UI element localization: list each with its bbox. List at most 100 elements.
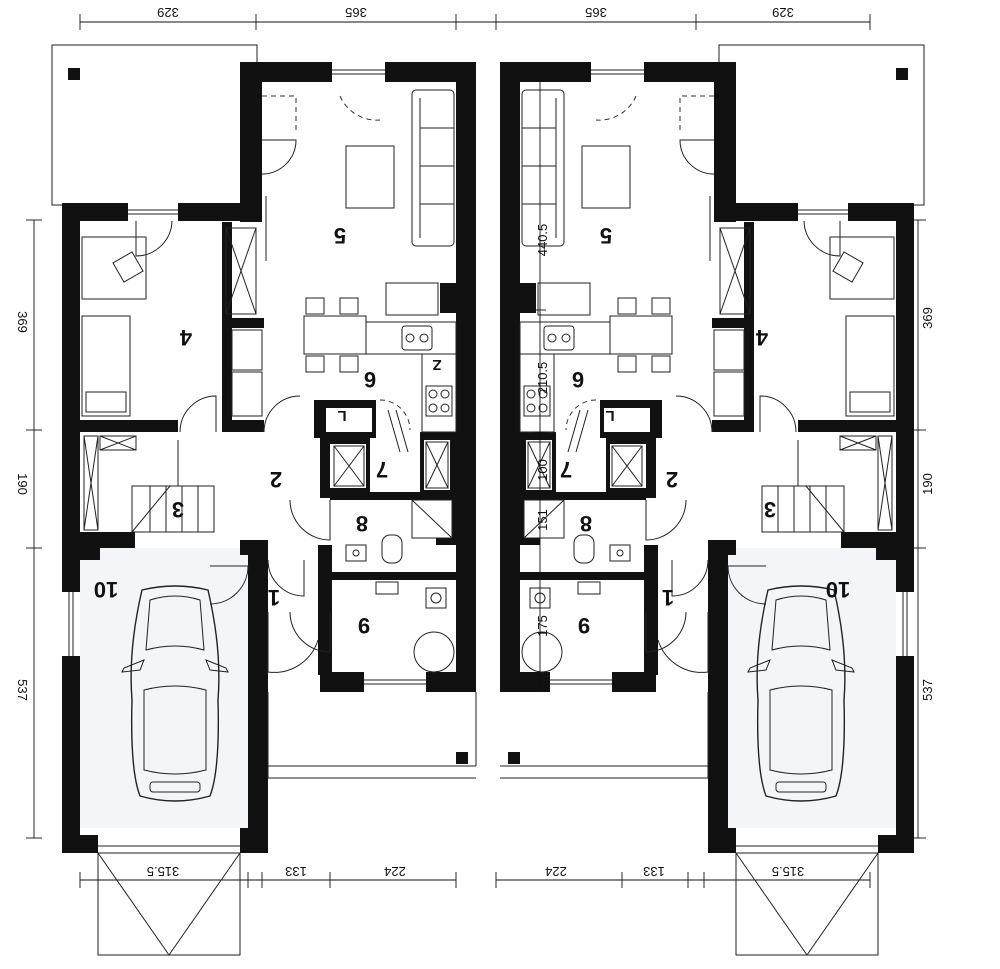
tank <box>413 631 455 673</box>
inner-wall-e <box>80 532 135 548</box>
garage-wall-east <box>248 548 268 853</box>
outer-wall-north-bedroom-2 <box>178 203 258 221</box>
room-left-2: 2 <box>270 467 282 492</box>
right-unit <box>499 44 925 956</box>
chair-1 <box>305 297 325 315</box>
window-living-side <box>262 196 274 261</box>
stairs <box>131 440 215 533</box>
dim-bottom-3: 224 <box>384 864 406 879</box>
room-left-1: 1 <box>268 585 280 610</box>
shelf-1 <box>231 329 263 371</box>
dim-top-3: 365 <box>585 5 607 20</box>
door-wc <box>289 611 331 653</box>
room-right-3: 3 <box>764 497 776 522</box>
dim-top-4: 329 <box>772 5 794 20</box>
room-right-5: 5 <box>600 223 612 248</box>
bath-wall-north <box>330 492 456 500</box>
room-left-7: 7 <box>376 457 388 482</box>
dim-left-2: 190 <box>15 473 30 495</box>
mark-z-left: Z <box>432 356 441 373</box>
dim-bottom-1: 315.5 <box>147 864 180 879</box>
door-living <box>263 395 301 433</box>
door-terrace <box>261 139 297 175</box>
pantry-cross-box <box>333 445 365 487</box>
wc-sink <box>375 581 399 595</box>
dim-left-1: 369 <box>15 311 30 333</box>
door-bedroom-balcony <box>135 220 173 257</box>
dim-bottom-5: 133 <box>643 864 665 879</box>
dim-left-3: 537 <box>15 679 30 701</box>
room-right-1: 1 <box>662 585 674 610</box>
outer-wall-west <box>62 203 80 853</box>
door-bath <box>289 499 331 541</box>
kitchen-column <box>440 283 456 313</box>
inner-wall-c <box>222 420 264 432</box>
left-unit <box>51 44 476 956</box>
wardrobe-1 <box>225 227 257 315</box>
chair-3 <box>305 355 325 373</box>
wc-wall-west <box>318 545 332 675</box>
dim-left <box>26 219 42 839</box>
dim-inner-2: 210.5 <box>535 362 550 395</box>
room-left-10: 10 <box>94 577 118 602</box>
gate-post <box>456 752 468 764</box>
room-right-7: 7 <box>560 457 572 482</box>
dim-right-2: 190 <box>920 473 935 495</box>
garage-wall-south-1 <box>62 835 98 853</box>
dining-table <box>303 315 367 355</box>
closet-hall <box>83 435 99 531</box>
outer-wall-north-living-2 <box>385 62 475 82</box>
dim-bottom <box>79 872 871 888</box>
island-cutout <box>326 408 372 432</box>
inner-wall-a <box>222 318 264 328</box>
dim-top-2: 365 <box>345 5 367 20</box>
room-left-4: 4 <box>179 325 192 350</box>
mark-l-left: L <box>337 407 346 424</box>
stove <box>425 385 453 417</box>
closet-hall-2 <box>99 435 137 451</box>
dim-inner <box>534 82 546 690</box>
car-icon <box>121 585 229 802</box>
room-right-4: 4 <box>755 325 768 350</box>
shelf-2 <box>231 371 263 417</box>
dim-inner-4: 151 <box>535 509 550 531</box>
room-right-10: 10 <box>826 577 850 602</box>
pantry-cross-b <box>333 445 365 487</box>
outer-wall-north-living <box>240 62 332 82</box>
inner-wall-b <box>222 222 232 432</box>
utility-cross-box <box>425 441 449 489</box>
utility-cross-b <box>425 441 449 489</box>
coffee-table <box>345 145 395 209</box>
terrace-outline <box>51 44 258 206</box>
closet-hall-cross-b <box>83 435 99 531</box>
dim-bottom-6: 315.5 <box>772 864 805 879</box>
boiler <box>425 587 447 609</box>
wc-wall-south-1 <box>320 672 364 692</box>
sofa <box>411 89 455 247</box>
desk-chair <box>112 251 144 283</box>
room-left-6: 6 <box>364 367 376 392</box>
chair-2 <box>339 297 359 315</box>
mark-l-right: L <box>605 407 614 424</box>
wc-wall-south-2 <box>426 672 476 692</box>
window-garage <box>62 592 80 656</box>
window-wc <box>364 672 426 692</box>
inner-wall-d <box>80 420 178 432</box>
room-left-9: 9 <box>358 613 370 638</box>
dim-inner-5: 175 <box>535 615 550 637</box>
washbasin <box>345 544 367 562</box>
dim-right-3: 537 <box>920 679 935 701</box>
dim-right-1: 369 <box>920 307 935 329</box>
pillow <box>85 391 127 413</box>
garage-door-opening <box>98 828 240 853</box>
garage-column-2 <box>240 540 268 555</box>
door-garage-internal <box>267 559 305 597</box>
bath-wall-south <box>330 572 456 580</box>
door-bedroom <box>179 395 217 433</box>
room-right-2: 2 <box>666 467 678 492</box>
room-right-9: 9 <box>578 613 590 638</box>
dim-inner-3: 100 <box>535 459 550 481</box>
dim-inner-1: 440.5 <box>535 224 550 257</box>
room-left-8: 8 <box>356 511 368 536</box>
